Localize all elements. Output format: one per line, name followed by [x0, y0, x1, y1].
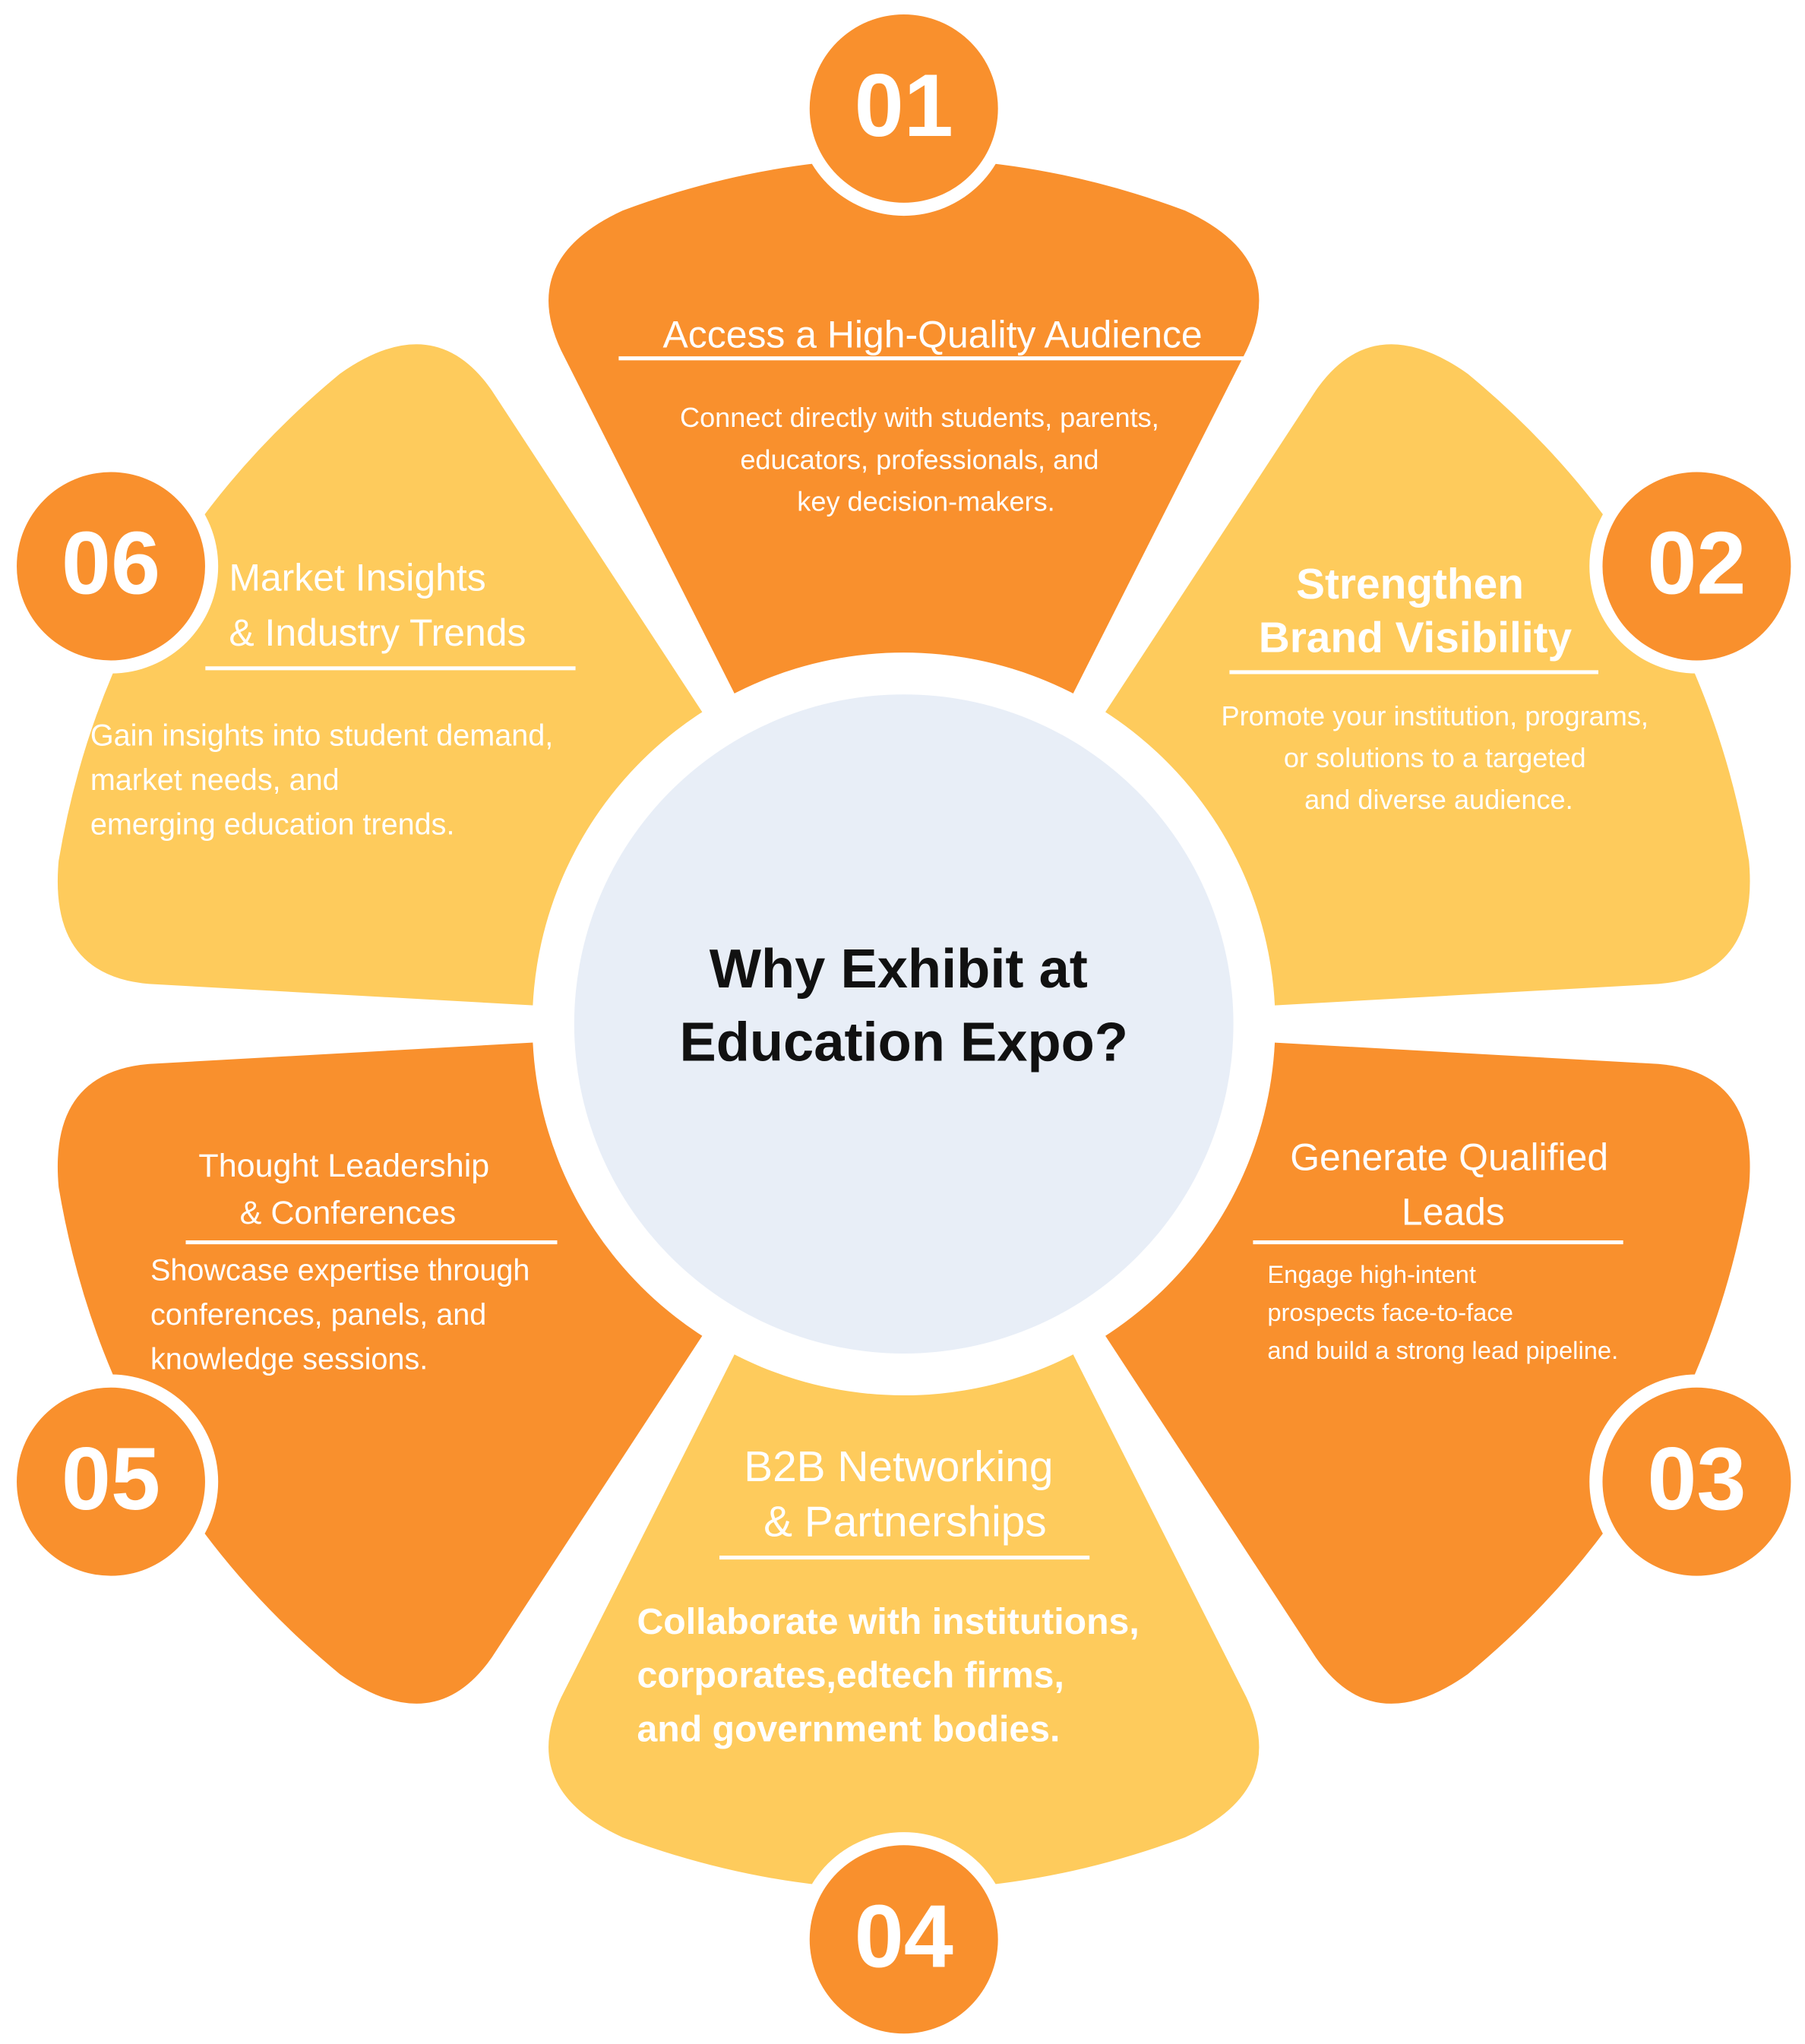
item-title: & Industry Trends: [229, 611, 526, 654]
item-body: Promote your institution, programs,: [1222, 700, 1649, 731]
center-title-line1: Why Exhibit at: [710, 939, 1088, 1000]
number-label: 01: [855, 55, 953, 155]
petal-06: [58, 344, 721, 1008]
item-body: emerging education trends.: [90, 808, 455, 842]
item-04-text: B2B Networking & Partnerships Collaborat…: [637, 1443, 1139, 1749]
item-title: Market Insights: [229, 557, 485, 599]
petal-03: [1087, 1041, 1750, 1704]
item-body: educators, professionals, and: [740, 444, 1098, 475]
item-02-text: Strengthen Brand Visibility Promote your…: [1222, 561, 1649, 815]
item-03-text: Generate Qualified Leads Engage high-int…: [1253, 1136, 1623, 1364]
item-body: Showcase expertise through: [150, 1254, 529, 1287]
item-body: and government bodies.: [637, 1708, 1060, 1749]
item-body: knowledge sessions.: [150, 1343, 428, 1376]
number-badge-04: 04: [796, 1832, 1011, 2044]
item-body: and diverse audience.: [1304, 784, 1573, 815]
item-body: Connect directly with students, parents,: [680, 402, 1159, 433]
number-label: 05: [62, 1429, 160, 1528]
number-label: 04: [855, 1886, 953, 1986]
item-body: Gain insights into student demand,: [90, 719, 553, 752]
item-body: market needs, and: [90, 763, 340, 797]
item-title: & Conferences: [240, 1195, 457, 1231]
petal-02: [1087, 344, 1750, 1008]
item-body: corporates,edtech firms,: [637, 1655, 1064, 1696]
petal-04: [548, 1325, 1260, 1890]
item-title: Strengthen: [1296, 561, 1524, 608]
number-badge-05: 05: [3, 1374, 219, 1589]
item-title: & Partnerships: [763, 1498, 1047, 1546]
number-label: 03: [1647, 1429, 1746, 1528]
item-title: Brand Visibility: [1259, 614, 1573, 662]
item-01-text: Access a High-Quality Audience Connect d…: [618, 313, 1247, 517]
item-title: B2B Networking: [744, 1443, 1053, 1491]
item-body: Engage high-intent: [1267, 1260, 1476, 1288]
center-circle: [574, 694, 1234, 1354]
number-badge-01: 01: [796, 1, 1011, 216]
item-body: Collaborate with institutions,: [637, 1601, 1139, 1642]
number-badge-06: 06: [3, 459, 219, 674]
number-badge-03: 03: [1589, 1374, 1804, 1589]
item-title: Access a High-Quality Audience: [663, 313, 1203, 355]
number-label: 06: [62, 513, 160, 613]
item-body: conferences, panels, and: [150, 1298, 486, 1332]
item-body: or solutions to a targeted: [1284, 742, 1586, 773]
item-05-text: Thought Leadership & Conferences Showcas…: [150, 1148, 558, 1376]
number-label: 02: [1647, 513, 1746, 613]
item-title: Generate Qualified: [1290, 1136, 1608, 1178]
item-body: prospects face-to-face: [1267, 1298, 1513, 1326]
item-title: Thought Leadership: [198, 1148, 489, 1184]
center-title-line2: Education Expo?: [679, 1012, 1127, 1073]
petal-05: [58, 1041, 721, 1704]
number-badge-02: 02: [1589, 459, 1804, 674]
petal-01: [548, 158, 1260, 724]
item-body: key decision-makers.: [797, 485, 1054, 517]
item-body: and build a strong lead pipeline.: [1267, 1336, 1618, 1364]
item-title: Leads: [1402, 1191, 1505, 1234]
item-06-text: Market Insights & Industry Trends Gain i…: [90, 557, 576, 842]
